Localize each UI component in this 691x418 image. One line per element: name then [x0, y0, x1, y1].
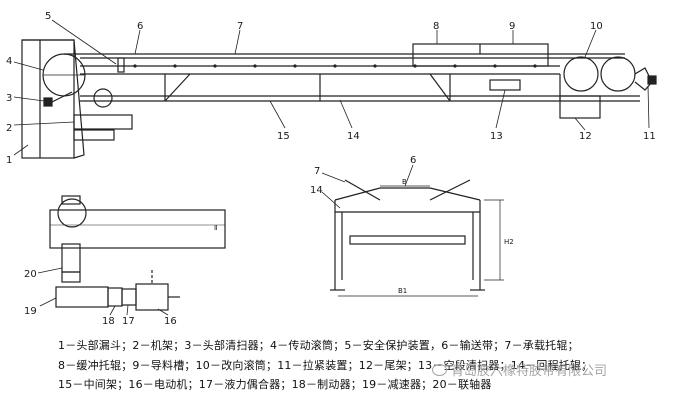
cross-section-view — [330, 179, 504, 297]
motor — [135, 283, 169, 311]
watermark: 青岛胶六橡特胶带有限公司 — [432, 360, 607, 379]
callout-8: 8 — [433, 21, 439, 32]
section-callout-6: 6 — [410, 155, 416, 166]
callout-9: 9 — [509, 21, 515, 32]
legend-line-3: 15－中间架；16－电动机；17－液力偶合器；18－制动器；19－减速器；20－… — [58, 378, 492, 391]
callout-3: 3 — [6, 93, 12, 104]
watermark-text: 青岛胶六橡特胶带有限公司 — [451, 364, 608, 379]
dim-overall-label: B1 — [398, 287, 407, 295]
callout-7: 7 — [237, 21, 243, 32]
callout-1: 1 — [6, 155, 12, 166]
section-callouts: 6 7 14 B H2 B1 — [310, 155, 514, 295]
callout-18: 18 — [102, 316, 115, 327]
callout-2: 2 — [6, 123, 12, 134]
callout-16: 16 — [164, 316, 177, 327]
callout-6: 6 — [137, 21, 143, 32]
callout-19: 19 — [24, 306, 37, 317]
callout-20: 20 — [24, 269, 37, 280]
callout-17: 17 — [122, 316, 135, 327]
head-cleaner — [43, 97, 53, 107]
drive-mark: Ⅱ — [214, 224, 217, 232]
callout-5: 5 — [45, 11, 51, 22]
watermark-icon — [432, 364, 447, 376]
callout-14: 14 — [347, 131, 360, 142]
legend-line-2: 8－缓冲托辊；9－导料槽；10－改向滚筒；11－拉紧装置；12－尾架；13－空段… — [58, 359, 593, 372]
section-callout-7: 7 — [314, 166, 320, 177]
bend-pulley — [563, 56, 599, 92]
main-side-view — [21, 39, 657, 159]
section-callout-14: 14 — [310, 185, 323, 196]
callout-13: 13 — [490, 131, 503, 142]
callout-15: 15 — [277, 131, 290, 142]
drive-unit-detail — [49, 195, 226, 311]
main-callouts: 1 2 3 4 5 6 7 8 9 10 11 12 13 14 15 — [6, 11, 656, 166]
dim-height-label: H2 — [504, 238, 514, 246]
callout-4: 4 — [6, 56, 12, 67]
reducer — [55, 286, 109, 308]
drive-callouts: 20 19 18 17 16 Ⅱ — [24, 224, 217, 327]
callout-10: 10 — [590, 21, 603, 32]
head-funnel — [22, 39, 85, 159]
callout-11: 11 — [643, 131, 656, 142]
dim-width-label: B — [402, 178, 407, 186]
tail-frame — [559, 95, 601, 119]
legend-line-1: 1－头部漏斗；2－机架；3－头部清扫器；4－传动滚筒；5－安全保护装置，6－输送… — [58, 339, 579, 352]
callout-12: 12 — [579, 131, 592, 142]
